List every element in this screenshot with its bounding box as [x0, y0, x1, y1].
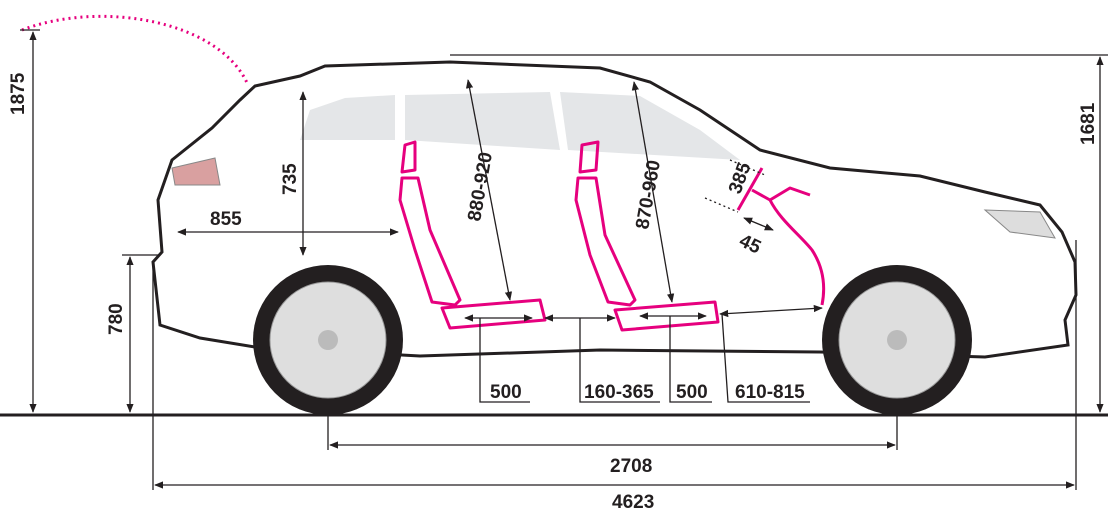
headlight [983, 209, 1056, 239]
middle-window [405, 92, 560, 150]
label-front-legroom: 610-815 [735, 382, 805, 403]
label-rear-legroom: 160-365 [584, 382, 654, 403]
steering-wheel [736, 167, 826, 306]
taillight [171, 157, 221, 186]
label-overall-height-open-tailgate: 1875 [8, 72, 29, 115]
label-overall-height: 1681 [1078, 102, 1099, 145]
dimension-lines [20, 29, 1108, 490]
rear-window [300, 95, 395, 140]
front-seat [574, 140, 720, 332]
label-overall-length: 4623 [612, 492, 654, 513]
label-cargo-length: 855 [210, 209, 242, 230]
front-wheel [822, 265, 972, 415]
rear-wheel [253, 265, 403, 415]
label-wheelbase: 2708 [610, 456, 652, 477]
label-rear-load-height: 780 [106, 303, 127, 335]
label-front-seat-cushion: 500 [676, 382, 708, 403]
label-rear-seat-cushion: 500 [490, 382, 522, 403]
tailgate-swing-arc [21, 14, 250, 86]
label-cargo-opening-height: 735 [280, 163, 301, 195]
